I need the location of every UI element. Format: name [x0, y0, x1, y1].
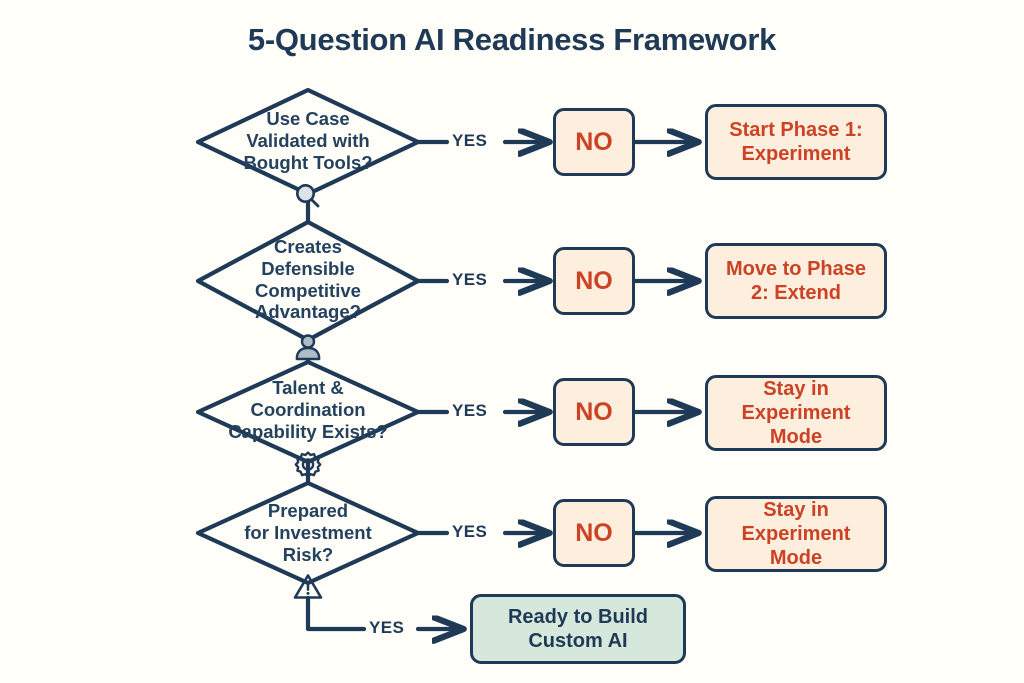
outcome-box-row-3[interactable]: Stay in Experiment Mode — [705, 375, 887, 451]
diamond-label-line: Bought Tools? — [243, 151, 373, 173]
diamond-label-line: Defensible — [261, 257, 355, 279]
yes-label-row-4: YES — [452, 522, 488, 541]
no-box-row-3[interactable]: NO — [553, 378, 635, 446]
yes-label-row-3: YES — [452, 401, 488, 420]
diamond-shape-row-3 — [195, 359, 421, 465]
diamond-label-line: Talent & — [272, 377, 344, 398]
diamond-label-line: Coordination — [250, 398, 366, 420]
person-icon — [291, 331, 325, 365]
outcome-line: Experiment Mode — [741, 402, 851, 448]
gear-icon — [291, 448, 325, 482]
yes-label-row-1: YES — [452, 131, 488, 150]
diamond-label-line: Capability Exists? — [228, 420, 388, 442]
diamond-label-line: Advantage? — [255, 301, 361, 323]
diamond-label-row-2: Creates Defensible Competitive Advantage… — [188, 236, 428, 323]
diamond-label-line: Use Case — [266, 108, 350, 129]
warning-icon — [291, 570, 325, 604]
no-box-row-2[interactable]: NO — [553, 247, 635, 315]
page-title: 5-Question AI Readiness Framework — [247, 22, 777, 57]
diamond-label-line: Competitive — [255, 279, 361, 301]
final-outcome-line: Custom AI — [528, 630, 628, 652]
outcome-line: Move to Phase — [725, 258, 867, 280]
outcome-line: 2: Extend — [750, 282, 841, 304]
yes-label-row-2: YES — [452, 270, 488, 289]
outcome-line: Stay in — [763, 378, 829, 400]
diamond-label-line: for Investment — [244, 521, 372, 543]
outcome-box-row-1[interactable]: Start Phase 1: Experiment — [705, 104, 887, 180]
diamond-label-line: Risk? — [282, 543, 334, 565]
outcome-line: Experiment Mode — [741, 523, 851, 569]
yes-label-final: YES — [369, 618, 405, 637]
no-box-row-1[interactable]: NO — [553, 108, 635, 176]
outcome-line: Experiment — [741, 143, 851, 165]
diamond-shape-row-2 — [195, 219, 421, 343]
diamond-shape-row-4 — [195, 480, 421, 586]
diamond-shape-row-1 — [195, 87, 421, 197]
magnifier-icon — [291, 180, 325, 214]
diamond-label-line: Creates — [274, 236, 342, 257]
diamond-label-line: Validated with — [246, 129, 370, 151]
outcome-box-row-4[interactable]: Stay in Experiment Mode — [705, 496, 887, 572]
diamond-label-row-3: Talent & Coordination Capability Exists? — [188, 377, 428, 442]
final-outcome-line: Ready to Build — [507, 606, 648, 628]
outcome-line: Stay in — [763, 499, 829, 521]
diamond-label-row-1: Use Case Validated with Bought Tools? — [188, 108, 428, 173]
outcome-line: Start Phase 1: — [729, 119, 863, 141]
final-elbow-connector — [305, 595, 367, 632]
diamond-label-line: Prepared — [267, 500, 349, 521]
no-box-row-4[interactable]: NO — [553, 499, 635, 567]
diamond-label-row-4: Prepared for Investment Risk? — [188, 500, 428, 565]
outcome-box-row-2[interactable]: Move to Phase 2: Extend — [705, 243, 887, 319]
final-outcome-box[interactable]: Ready to Build Custom AI — [470, 594, 686, 664]
